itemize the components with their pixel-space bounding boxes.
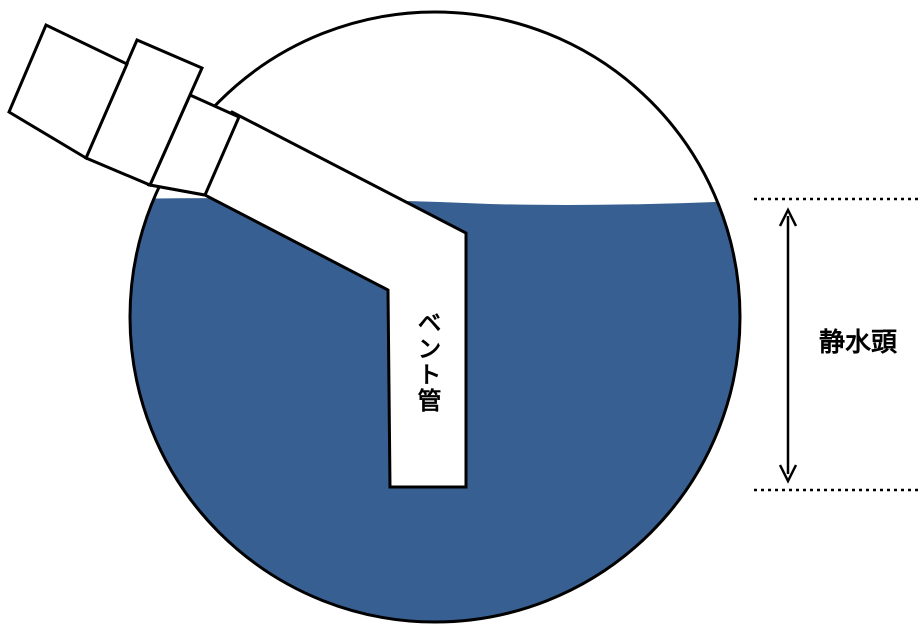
tank-outline (128, 10, 742, 624)
static-head-arrow (778, 207, 798, 484)
vent-pipe (146, 110, 468, 489)
vent-pipe-label: ベント管 (413, 310, 441, 414)
pipe-end-cap (7, 22, 129, 161)
static-head-label: 静水頭 (819, 327, 898, 358)
